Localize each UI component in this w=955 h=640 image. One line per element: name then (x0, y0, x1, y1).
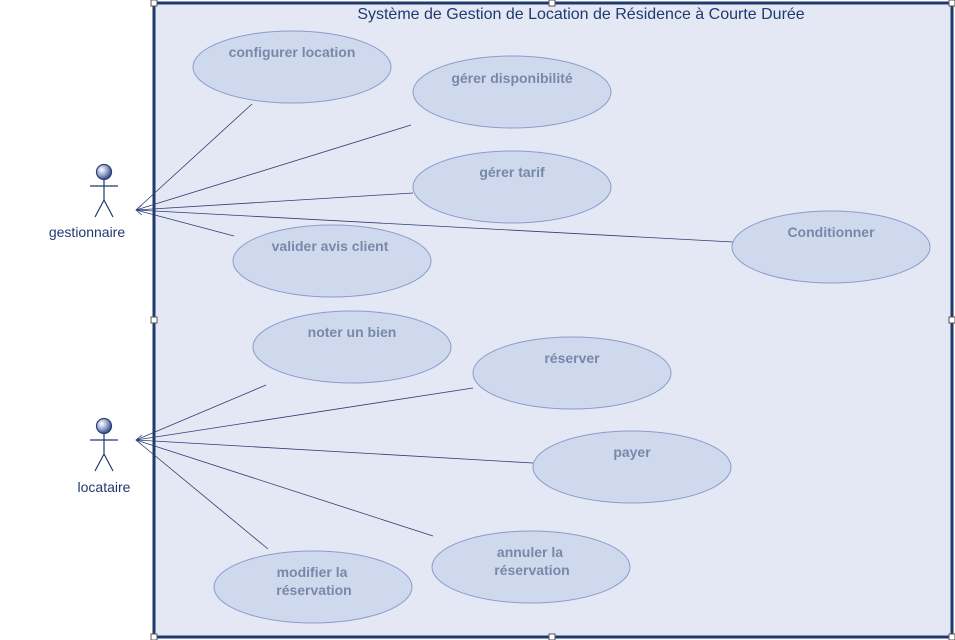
use-case-configurer-location[interactable]: configurer location (192, 30, 392, 104)
use-case-valider-avis-client[interactable]: valider avis client (232, 224, 432, 298)
use-cases: configurer location gérer disponibilité … (192, 30, 931, 624)
association-locataire-modifier-la-reservation (135, 439, 269, 550)
use-case-label: gérer disponibilité (451, 70, 573, 86)
use-case-label: gérer tarif (479, 164, 545, 180)
stick-figure-icon (90, 417, 118, 472)
use-case-label: valider avis client (272, 238, 389, 254)
use-case-label-line-1: annuler la (497, 544, 563, 560)
association-gestionnaire-conditionner (135, 209, 734, 243)
use-case-reserver[interactable]: réserver (472, 336, 672, 410)
association-gestionnaire-gerer-disponibilite (135, 124, 412, 211)
associations (135, 103, 734, 550)
use-case-label: noter un bien (308, 324, 397, 340)
association-gestionnaire-gerer-tarif (135, 192, 414, 211)
actor-label: gestionnaire (49, 224, 125, 240)
actor-locataire[interactable]: locataire (78, 417, 131, 496)
actor-gestionnaire[interactable]: gestionnaire (49, 163, 125, 241)
use-case-payer[interactable]: payer (532, 430, 732, 504)
actor-label: locataire (78, 479, 131, 495)
association-locataire-payer (135, 439, 534, 464)
use-case-annuler-la-reservation[interactable]: annuler la réservation (431, 530, 631, 604)
use-case-label: Conditionner (787, 224, 875, 240)
association-locataire-reserver (135, 387, 474, 441)
system-title: Système de Gestion de Location de Réside… (357, 6, 804, 23)
use-case-label: payer (613, 444, 651, 460)
use-case-noter-un-bien[interactable]: noter un bien (252, 310, 452, 384)
association-gestionnaire-configurer-location (135, 103, 253, 211)
stick-figure-icon (90, 163, 118, 218)
association-gestionnaire-valider-avis-client (135, 209, 235, 237)
use-case-gerer-tarif[interactable]: gérer tarif (412, 150, 612, 224)
use-case-label-line-2: réservation (276, 582, 351, 598)
association-locataire-noter-un-bien (135, 384, 267, 441)
association-locataire-annuler-la-reservation (135, 439, 434, 537)
use-case-modifier-la-reservation[interactable]: modifier la réservation (213, 550, 413, 624)
boundary-handles (150, 0, 955, 640)
use-case-conditionner[interactable]: Conditionner (731, 210, 931, 284)
association-ticks-gestionnaire (135, 204, 143, 216)
use-case-gerer-disponibilite[interactable]: gérer disponibilité (412, 55, 612, 129)
use-case-label: configurer location (229, 44, 356, 60)
association-ticks-locataire (135, 434, 143, 446)
use-case-label-line-1: modifier la (277, 564, 348, 580)
use-case-label-line-2: réservation (494, 562, 569, 578)
use-case-label: réserver (544, 350, 600, 366)
